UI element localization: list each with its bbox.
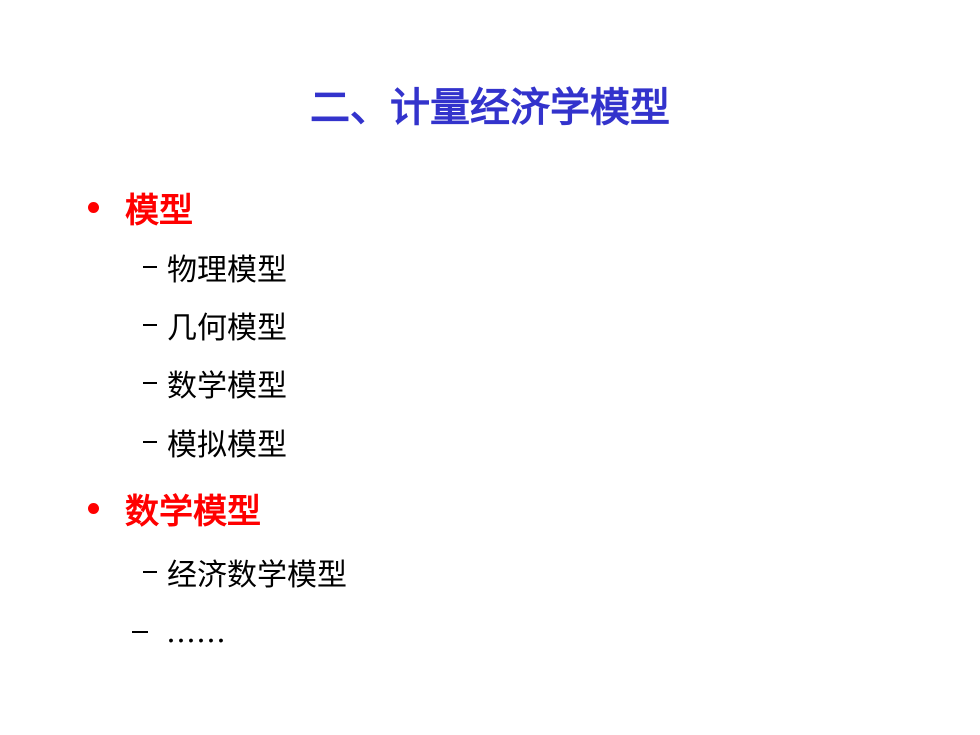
- bullet-label: 数学模型: [125, 491, 261, 532]
- dash-icon: [132, 631, 148, 633]
- subitem-label: 物理模型: [167, 253, 287, 288]
- slide-title: 二、计量经济学模型: [310, 85, 670, 131]
- bullet-item-model: 模型: [84, 183, 193, 231]
- dash-icon: [143, 324, 157, 326]
- subitem-physical-model: 物理模型: [143, 245, 287, 289]
- dash-icon: [143, 266, 157, 268]
- subitem-math-model: 数学模型: [143, 361, 287, 405]
- subitem-economic-math-model: 经济数学模型: [143, 550, 347, 594]
- subitem-ellipsis: ……: [132, 610, 226, 654]
- subitem-label: 数学模型: [167, 369, 287, 404]
- subitem-label: ……: [166, 614, 226, 650]
- bullet-dot-icon: [88, 502, 99, 514]
- subitem-label: 经济数学模型: [167, 558, 347, 593]
- subitem-label: 模拟模型: [167, 428, 287, 463]
- bullet-dot-icon: [88, 201, 99, 213]
- bullet-item-math-model: 数学模型: [84, 484, 261, 532]
- dash-icon: [143, 441, 157, 443]
- dash-icon: [143, 571, 157, 573]
- subitem-label: 几何模型: [167, 311, 287, 346]
- bullet-label: 模型: [125, 190, 193, 231]
- subitem-geometric-model: 几何模型: [143, 303, 287, 347]
- dash-icon: [143, 382, 157, 384]
- subitem-simulation-model: 模拟模型: [143, 420, 287, 464]
